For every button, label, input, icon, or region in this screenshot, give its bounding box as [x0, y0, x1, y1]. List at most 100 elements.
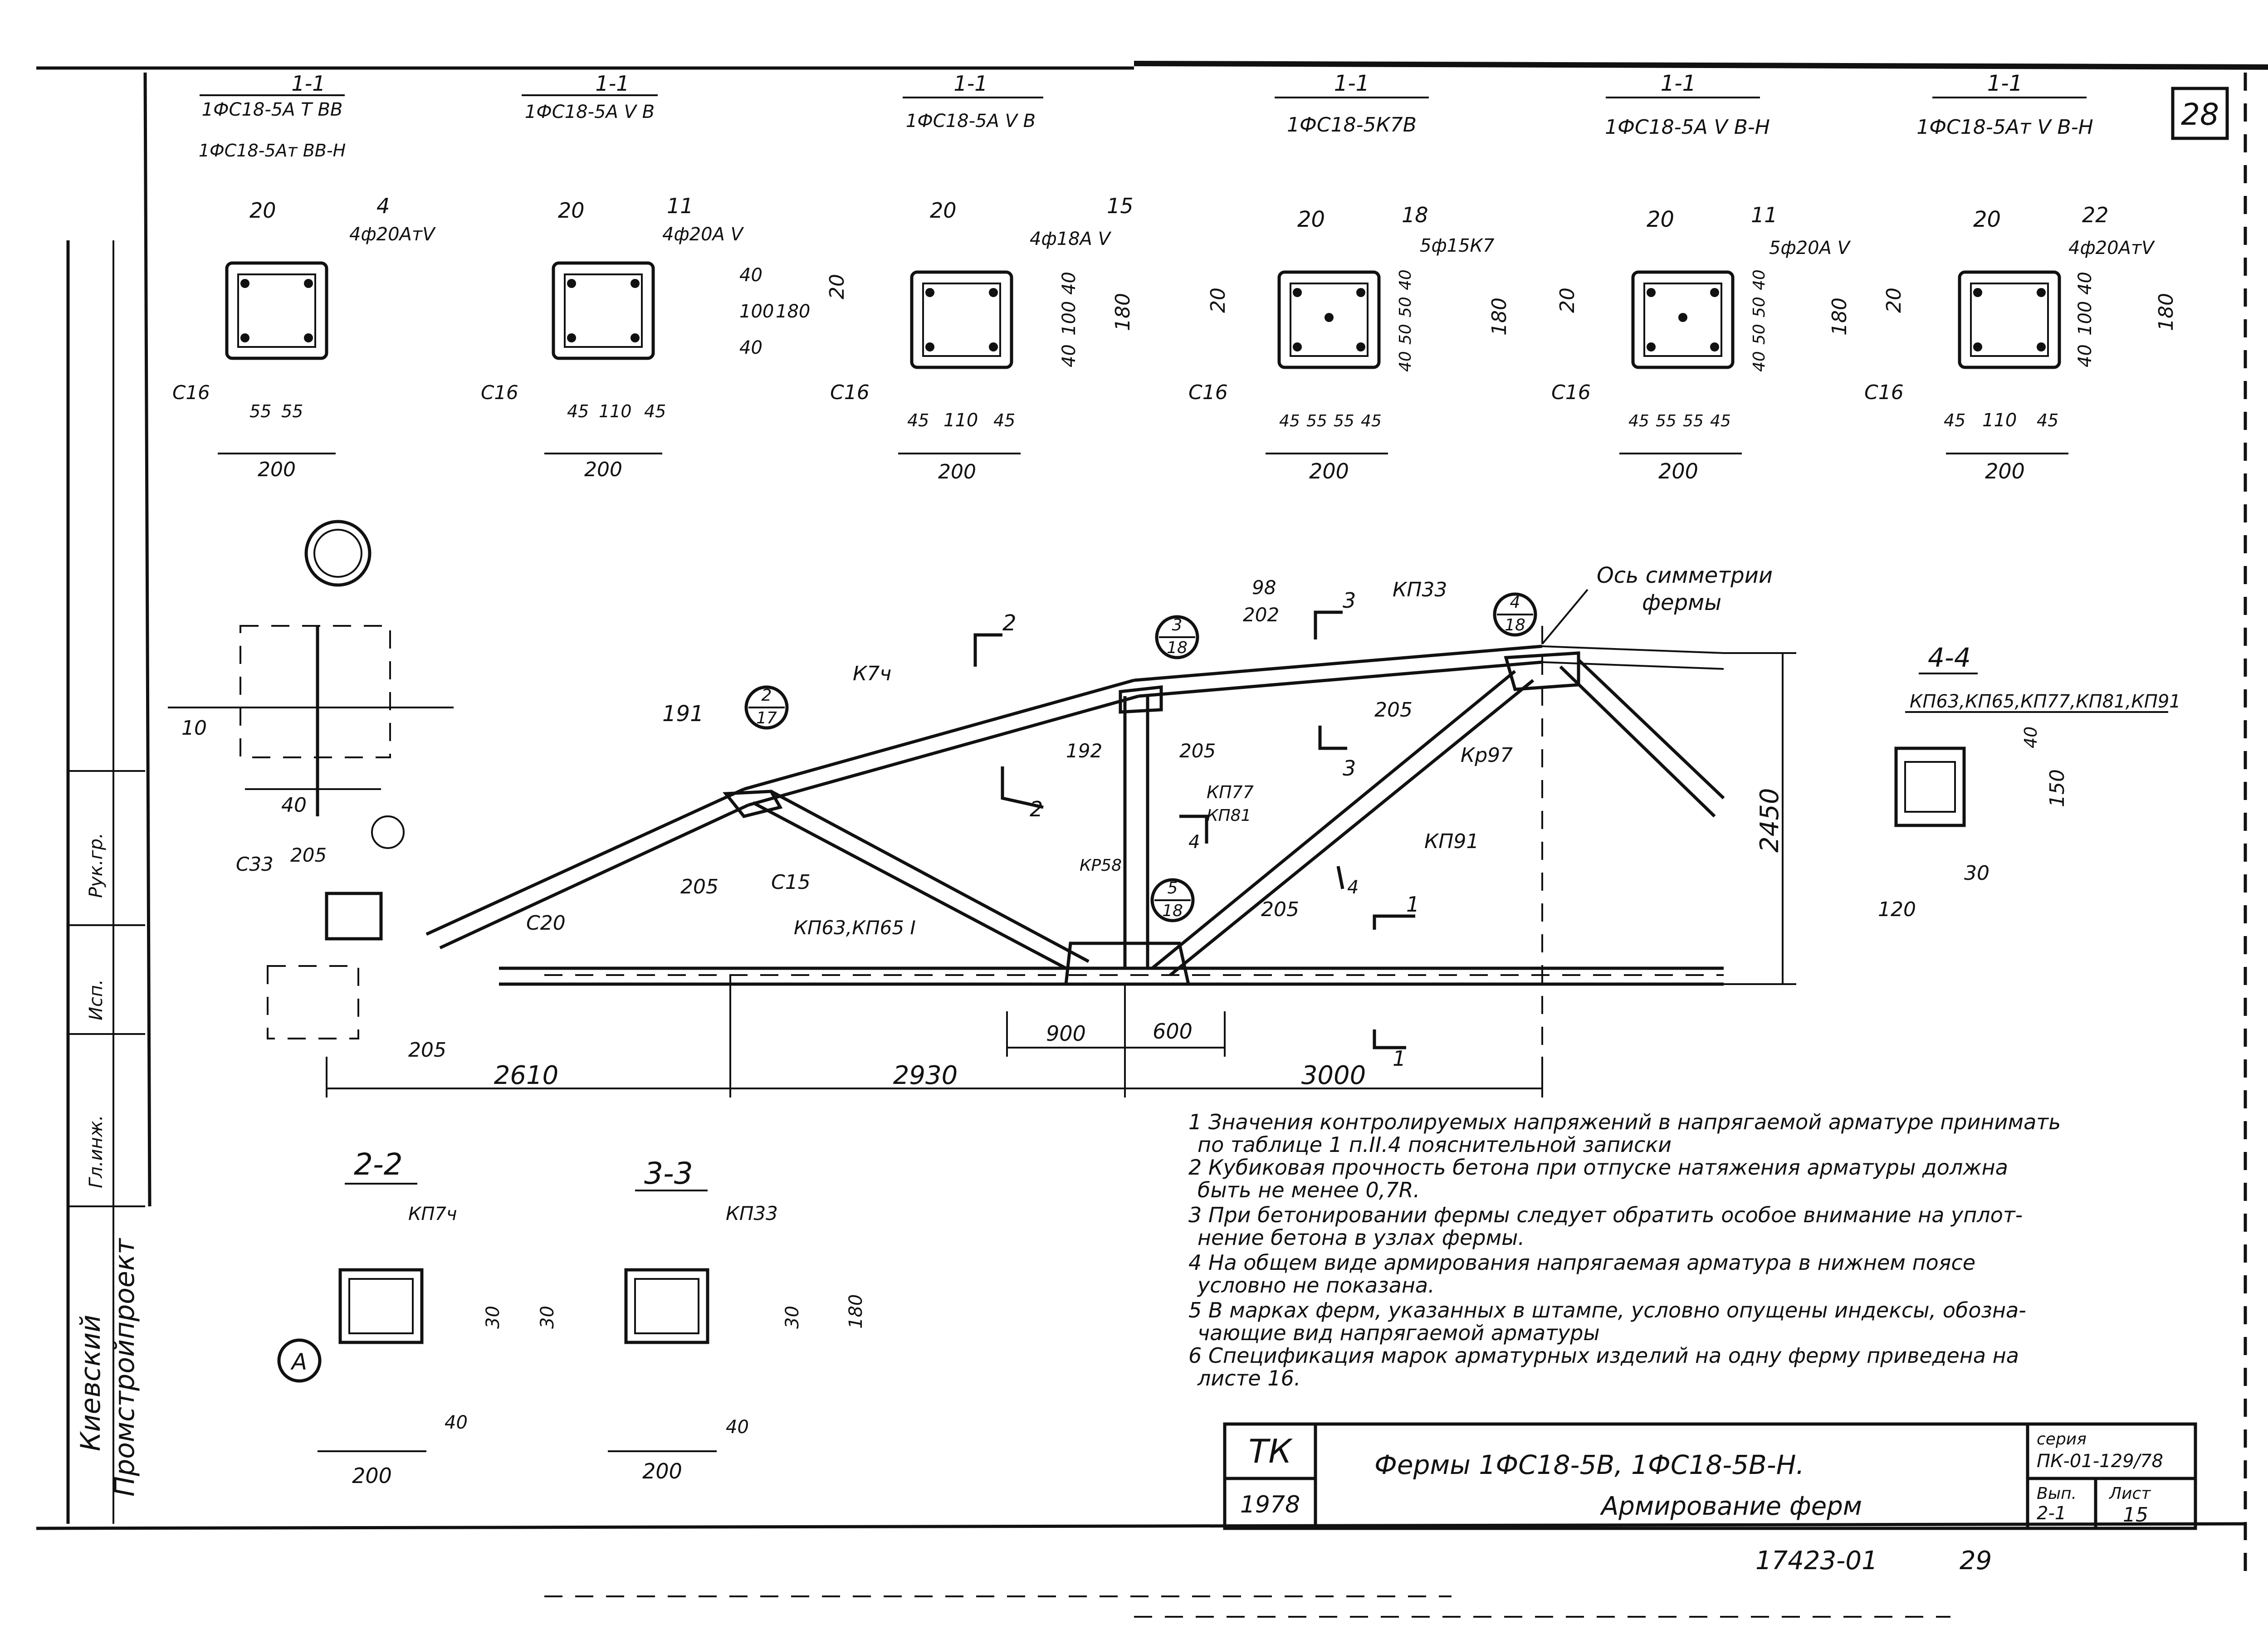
node-callout-3-18: 3 18: [1155, 615, 1199, 659]
svg-text:2: 2: [762, 686, 772, 705]
svg-text:К7ч: К7ч: [853, 662, 891, 685]
svg-text:1-1: 1-1: [1987, 71, 2023, 96]
svg-text:С16: С16: [172, 381, 210, 404]
sheet-number: 28: [2181, 97, 2219, 132]
svg-text:А: А: [290, 1349, 307, 1375]
svg-text:100: 100: [1059, 301, 1080, 336]
svg-text:КП7ч: КП7ч: [408, 1204, 457, 1224]
note-line: нение бетона в узлах фермы.: [1198, 1225, 1525, 1250]
svg-text:55: 55: [1683, 412, 1704, 430]
svg-text:17: 17: [756, 709, 777, 727]
svg-text:5: 5: [1168, 879, 1178, 898]
svg-text:40: 40: [281, 794, 307, 817]
list-number: 15: [2123, 1503, 2148, 1527]
svg-text:С16: С16: [481, 381, 518, 404]
svg-text:45: 45: [644, 401, 666, 421]
svg-text:40: 40: [2075, 272, 2096, 295]
svg-text:55: 55: [1656, 412, 1677, 430]
svg-text:40: 40: [739, 265, 763, 286]
stamp-sign-2: Исп.: [86, 979, 107, 1020]
note-line: быть не менее 0,7R.: [1198, 1178, 1420, 1202]
svg-text:1ФС18-5А V В-Н: 1ФС18-5А V В-Н: [1605, 116, 1770, 139]
svg-text:180: 180: [776, 301, 810, 322]
svg-text:1ФС18-5А Т ВВ: 1ФС18-5А Т ВВ: [202, 99, 343, 120]
footer-number: 29: [1960, 1546, 1992, 1576]
svg-text:205: 205: [680, 875, 719, 898]
note-line: 5 В марках ферм, указанных в штампе, усл…: [1188, 1298, 2026, 1322]
stamp-org-line2: Промстройпроект: [109, 1238, 141, 1497]
svg-text:180: 180: [1488, 298, 1511, 336]
svg-text:1-1: 1-1: [953, 71, 987, 96]
svg-text:30: 30: [1964, 862, 1989, 885]
svg-text:100: 100: [739, 301, 774, 322]
svg-text:4: 4: [1347, 877, 1359, 898]
note-line: условно не показана.: [1197, 1273, 1435, 1298]
stamp-sign-1: Рук.гр.: [86, 833, 107, 898]
svg-text:КП77: КП77: [1207, 782, 1254, 802]
svg-text:200: 200: [258, 458, 296, 481]
svg-text:45: 45: [1944, 410, 1965, 430]
svg-text:КР58: КР58: [1080, 856, 1122, 875]
svg-text:5ф15К7: 5ф15К7: [1420, 235, 1495, 256]
svg-text:3-3: 3-3: [644, 1156, 693, 1191]
svg-text:С16: С16: [1864, 381, 1904, 404]
svg-text:30: 30: [483, 1306, 503, 1329]
svg-text:5ф20А V: 5ф20А V: [1769, 238, 1851, 259]
svg-text:22: 22: [2082, 203, 2109, 227]
svg-text:1: 1: [1393, 1046, 1406, 1071]
svg-text:205: 205: [408, 1039, 446, 1062]
note-line: листе 16.: [1197, 1366, 1300, 1390]
svg-text:11: 11: [1751, 203, 1778, 227]
notes: 1 Значения контролируемых напряжений в н…: [1188, 1110, 2061, 1390]
svg-text:45: 45: [1710, 412, 1731, 430]
svg-text:200: 200: [1309, 459, 1349, 483]
svg-text:900: 900: [1046, 1021, 1086, 1046]
svg-text:40: 40: [1059, 272, 1080, 295]
svg-text:20: 20: [1556, 288, 1579, 313]
section-6: 1-1 1ФС18-5Ат V В-Н 20 22 4ф20АтV 20 40 …: [1864, 71, 2178, 483]
svg-text:С15: С15: [771, 871, 811, 894]
svg-text:1ФС18-5А V В: 1ФС18-5А V В: [906, 111, 1036, 132]
side-stamp: Киевский Промстройпроект Рук.гр. Исп. Гл…: [66, 240, 145, 1524]
symmetry-axis-label: Ось симметрии: [1597, 563, 1773, 588]
section-4: 1-1 1ФС18-5К7В 20 18 5ф15К7 20 40 50 50 …: [1188, 71, 1511, 483]
svg-text:4: 4: [1188, 832, 1200, 853]
section-1: 1-1 1ФС18-5А Т ВВ 1ФС18-5Ат ВВ-Н 20 4 4ф…: [172, 71, 436, 481]
svg-text:200: 200: [352, 1463, 392, 1488]
svg-text:4ф20АтV: 4ф20АтV: [2068, 238, 2155, 259]
note-line: чающие вид напрягаемой арматуры: [1198, 1321, 1600, 1345]
section-3: 1-1 1ФС18-5А V В 20 15 4ф18А V 20 40 100…: [826, 71, 1134, 483]
org-code: ТК: [1248, 1432, 1293, 1470]
svg-text:40: 40: [1396, 269, 1415, 290]
svg-text:20: 20: [930, 198, 957, 223]
title-block: ТК 1978 Фермы 1ФС18-5В, 1ФС18-5В-Н. Арми…: [1223, 1422, 2197, 1530]
svg-text:С16: С16: [1188, 381, 1228, 404]
svg-text:40: 40: [1059, 344, 1080, 367]
svg-text:202: 202: [1243, 604, 1279, 626]
svg-text:КП63,КП65 I: КП63,КП65 I: [794, 917, 916, 939]
svg-text:40: 40: [1750, 269, 1769, 290]
svg-text:С16: С16: [1551, 381, 1591, 404]
note-line: 4 На общем виде армирования напрягаемая …: [1188, 1250, 1975, 1275]
svg-text:205: 205: [1261, 898, 1299, 921]
sheet-number-box: [2171, 87, 2229, 140]
svg-text:2: 2: [1002, 610, 1017, 636]
node-callout-2-17: 2 17: [744, 685, 789, 730]
svg-text:18: 18: [1505, 616, 1525, 634]
svg-text:40: 40: [2021, 727, 2041, 748]
svg-text:1ФС18-5К7В: 1ФС18-5К7В: [1287, 113, 1417, 137]
note-line: 6 Спецификация марок арматурных изделий …: [1188, 1343, 2019, 1368]
svg-text:55: 55: [1334, 412, 1354, 430]
svg-text:98: 98: [1252, 576, 1276, 599]
truss-elevation: Ось симметрии фермы 2450 2610 2930 3000 …: [326, 563, 1796, 1098]
svg-text:191: 191: [662, 701, 704, 727]
svg-text:1ФС18-5Ат ВВ-Н: 1ФС18-5Ат ВВ-Н: [199, 141, 346, 161]
svg-text:1-1: 1-1: [291, 71, 325, 96]
svg-text:600: 600: [1153, 1019, 1193, 1044]
section-5: 1-1 1ФС18-5А V В-Н 20 11 5ф20А V 20 40 5…: [1551, 71, 1851, 483]
svg-text:20: 20: [1207, 288, 1230, 313]
svg-text:1-1: 1-1: [595, 71, 629, 96]
svg-text:4ф18А V: 4ф18А V: [1030, 229, 1112, 249]
svg-text:120: 120: [1878, 898, 1916, 921]
